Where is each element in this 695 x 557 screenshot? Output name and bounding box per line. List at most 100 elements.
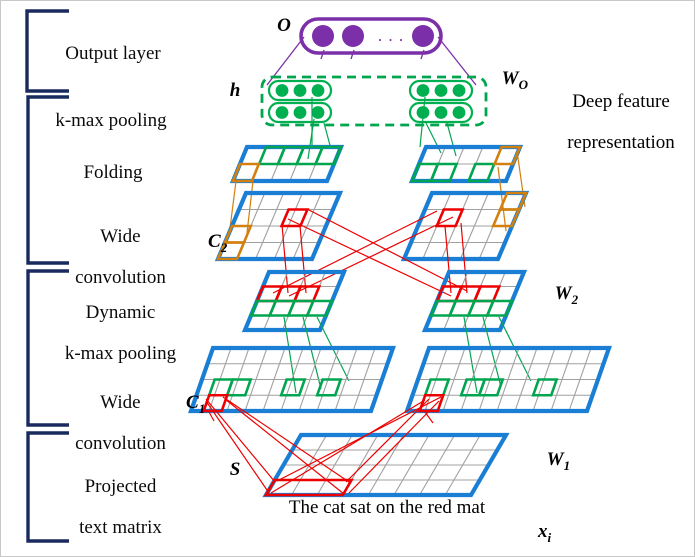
hidden-node[interactable] (311, 84, 325, 97)
c1-layer-left[interactable] (188, 345, 396, 414)
dynamic-kmax-pool-right[interactable] (421, 269, 532, 394)
output-node-1[interactable] (312, 25, 334, 47)
dynamic-kmax-line1: Dynamic (85, 301, 156, 323)
w2-base: W (554, 282, 572, 304)
label-hidden-h: h (229, 80, 241, 101)
label-w1: W1 (528, 429, 570, 493)
bracket-projected-text (26, 431, 69, 543)
label-c2: C2 (189, 211, 229, 275)
c1-right-outline[interactable] (404, 345, 612, 414)
xi-base: x (538, 520, 548, 542)
c2-layer-right[interactable] (400, 190, 530, 262)
output-node-2[interactable] (342, 25, 364, 47)
w2-subscript: 2 (571, 291, 579, 307)
c1-left-outline[interactable] (188, 345, 396, 414)
c2-subscript: 2 (220, 239, 228, 255)
hidden-node[interactable] (416, 84, 430, 97)
projected-text-line2: text matrix (79, 516, 162, 538)
label-output-O: O (277, 15, 291, 36)
stage-label-kmax-pooling: k-max pooling (55, 110, 167, 131)
projected-text-line1: Projected (84, 475, 157, 497)
stage-label-wide-convolution-upper: Wide convolution (31, 206, 191, 309)
dynamic-kmax-line2: k-max pooling (64, 342, 177, 364)
dyn-pool-right-red-cell[interactable] (472, 285, 502, 303)
stage-brackets (25, 9, 69, 543)
c1-right-green-cell[interactable] (531, 378, 559, 397)
hidden-node[interactable] (275, 106, 289, 119)
hidden-node[interactable] (293, 106, 307, 119)
label-xi: xi (519, 501, 559, 556)
hidden-capsule-right-row1[interactable] (408, 79, 474, 102)
s-matrix-outline[interactable] (262, 432, 510, 498)
deep-feature-line1: Deep feature (572, 90, 670, 112)
dyn-pool-left-red-cell[interactable] (292, 285, 322, 303)
w-output-base: W (501, 67, 519, 89)
c2-right-outline[interactable] (400, 190, 530, 262)
c2-right-orange-cell[interactable] (491, 208, 521, 228)
c2-left-orange-cell[interactable] (216, 241, 246, 261)
label-c1: C1 (167, 372, 207, 436)
c1-left-red-cell[interactable] (201, 393, 230, 413)
folding-right-green-cell[interactable] (466, 162, 497, 183)
hidden-capsule-left-row1[interactable] (267, 79, 333, 102)
dyn-pool-right-green-cell[interactable] (485, 299, 514, 317)
c1-left-green-cell[interactable] (279, 378, 307, 397)
output-layer-group[interactable] (266, 17, 477, 86)
label-w2: W2 (536, 263, 579, 327)
wide-conv-lower-line2: convolution (75, 432, 166, 454)
label-s-matrix: S (229, 459, 241, 480)
c2-right-red-cell[interactable] (434, 208, 465, 228)
label-w-output: WO (483, 48, 528, 112)
hidden-to-fold-line (446, 122, 457, 157)
output-ellipsis: . . . (377, 26, 405, 45)
hidden-capsule-left-row2[interactable] (267, 101, 333, 124)
stage-label-projected-text-matrix: Projected text matrix (31, 456, 191, 556)
stage-label-dynamic-kmax-pooling: Dynamic k-max pooling (23, 282, 199, 385)
deep-feature-line2: representation (567, 131, 675, 153)
c2-layer-left[interactable] (214, 190, 344, 262)
folding-right-orange-cell[interactable] (492, 145, 522, 166)
folding-right-green-cell[interactable] (429, 162, 459, 183)
wide-conv-upper-line1: Wide (100, 225, 141, 247)
folding-layer-left[interactable] (228, 144, 345, 237)
c1-layer-right[interactable] (404, 345, 612, 414)
dyn-pool-left-green-cell[interactable] (305, 299, 334, 317)
stage-label-folding: Folding (83, 162, 143, 183)
bracket-kmax-pooling (26, 95, 69, 265)
folding-left-orange-cell[interactable] (231, 162, 261, 183)
hidden-node[interactable] (434, 84, 448, 97)
hidden-capsule-right-row2[interactable] (408, 101, 474, 124)
wide-convolution-upper-connections (272, 208, 468, 297)
folding-layer-right[interactable] (408, 144, 526, 232)
c1-base: C (186, 391, 199, 413)
c1-right-green-cell[interactable] (423, 378, 451, 397)
deep-feature-layer-group[interactable] (260, 75, 488, 160)
hidden-node[interactable] (293, 84, 307, 97)
wide-conv-lower-line1: Wide (100, 391, 141, 413)
w-output-subscript: O (518, 76, 528, 92)
c1-left-green-cell[interactable] (225, 378, 253, 397)
hidden-to-fold-line (323, 122, 332, 150)
annotation-deep-feature-representation: Deep feature representation (529, 71, 694, 174)
hidden-to-fold-line (419, 96, 426, 148)
hidden-node[interactable] (452, 106, 466, 119)
c2-base: C (208, 230, 221, 252)
hidden-node[interactable] (275, 84, 289, 97)
output-node-3[interactable] (412, 25, 434, 47)
w1-base: W (546, 448, 564, 470)
s-matrix-red-window[interactable] (263, 478, 354, 497)
fold-to-c2-orange-line (246, 180, 254, 234)
hidden-node[interactable] (452, 84, 466, 97)
hidden-to-fold-line (307, 118, 315, 160)
bracket-output-layer (25, 9, 69, 93)
projected-text-matrix-s[interactable] (262, 432, 510, 498)
hidden-node[interactable] (311, 106, 325, 119)
folding-left-green-cell[interactable] (313, 145, 343, 166)
hidden-node[interactable] (434, 106, 448, 119)
c1-right-green-cell[interactable] (477, 378, 505, 397)
c1-left-green-cell[interactable] (315, 378, 343, 397)
dynamic-kmax-pool-left[interactable] (241, 269, 348, 394)
output-capsule[interactable] (299, 17, 443, 55)
deep-feature-dashed-box[interactable] (260, 75, 488, 127)
fold-to-c2-orange-line (497, 166, 507, 232)
